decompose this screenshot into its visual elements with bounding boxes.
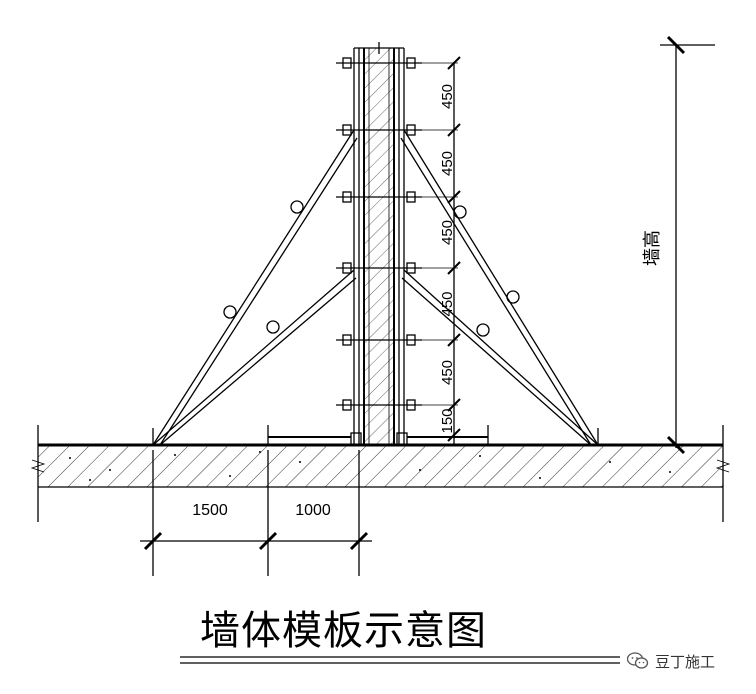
dimension-tick — [447, 333, 461, 347]
diagram-title: 墙体模板示意图 — [200, 608, 487, 654]
watermark-text: 豆丁施工 — [655, 652, 716, 671]
dimension-tick — [447, 56, 461, 70]
dimension-tick — [447, 261, 461, 275]
wall-height-label: 墙高 — [642, 230, 663, 266]
formwork-panels — [350, 42, 408, 446]
concrete-wall — [363, 48, 395, 445]
spacing-label: 450 — [439, 360, 456, 385]
spacing-label: 450 — [439, 84, 456, 109]
dimension-tick — [447, 123, 461, 137]
tie-bolt — [336, 334, 458, 346]
width-1000-label: 1000 — [295, 502, 331, 519]
tie-bolt — [336, 124, 458, 136]
width-1500-label: 1500 — [192, 502, 228, 519]
brace-couplers — [223, 200, 520, 337]
dimension-tick — [447, 428, 461, 442]
spacing-label: 450 — [439, 220, 456, 245]
dimension-tick — [447, 190, 461, 204]
spacing-label: 450 — [439, 291, 456, 316]
tie-bolt — [336, 262, 458, 274]
wechat-icon — [627, 652, 649, 669]
tie-bolt — [336, 57, 458, 69]
spacing-label: 150 — [439, 408, 456, 433]
wall-height-dimension: 墙高 — [642, 35, 715, 455]
title-underline — [180, 656, 620, 664]
spacing-label: 450 — [439, 151, 456, 176]
tie-spacing-dimension: 450 450 450 450 450 150 — [439, 56, 461, 445]
watermark: 豆丁施工 — [627, 650, 715, 672]
dimension-tick — [447, 398, 461, 412]
tie-bolt — [336, 191, 458, 203]
tie-bolts — [336, 57, 458, 411]
base-width-dimension: 1500 1000 — [140, 450, 372, 576]
diagonal-braces — [152, 129, 599, 446]
floor-slab — [30, 425, 731, 522]
tie-bolt — [336, 399, 458, 411]
